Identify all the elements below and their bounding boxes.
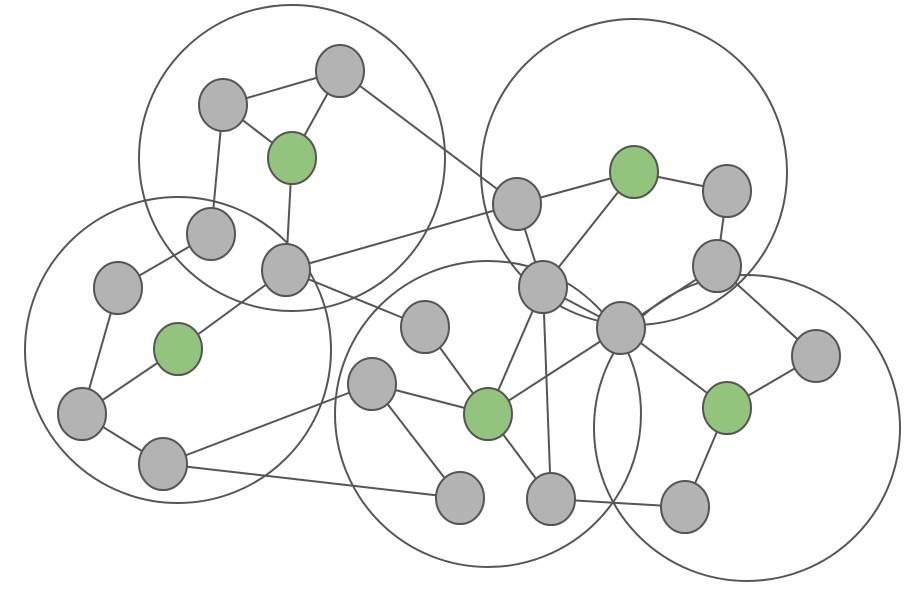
cluster-circle — [334, 260, 642, 568]
edge-line — [285, 203, 518, 271]
edge-line — [542, 286, 552, 500]
network-node — [347, 357, 397, 411]
network-node — [791, 329, 841, 383]
network-node — [261, 243, 311, 297]
cluster-circle — [24, 196, 332, 504]
network-node — [660, 480, 710, 534]
edge-line — [162, 463, 461, 499]
network-node — [492, 177, 542, 231]
network-node — [186, 207, 236, 261]
network-node — [93, 261, 143, 315]
network-node — [518, 260, 568, 314]
cluster-circle — [138, 4, 446, 312]
node-layer — [57, 44, 841, 534]
network-node — [596, 301, 646, 355]
highlight-node — [267, 131, 317, 185]
cluster-circle — [593, 274, 901, 582]
network-node — [315, 44, 365, 98]
network-node — [138, 437, 188, 491]
network-node — [692, 239, 742, 293]
network-node — [435, 471, 485, 525]
network-node — [702, 164, 752, 218]
highlight-node — [702, 381, 752, 435]
edge-line — [162, 383, 373, 465]
network-node — [57, 387, 107, 441]
network-node — [526, 472, 576, 526]
network-node — [400, 300, 450, 354]
network-node — [198, 78, 248, 132]
edge-line — [487, 327, 622, 415]
edge-line — [339, 70, 518, 205]
highlight-node — [463, 387, 513, 441]
highlight-node — [609, 145, 659, 199]
highlight-node — [153, 322, 203, 376]
